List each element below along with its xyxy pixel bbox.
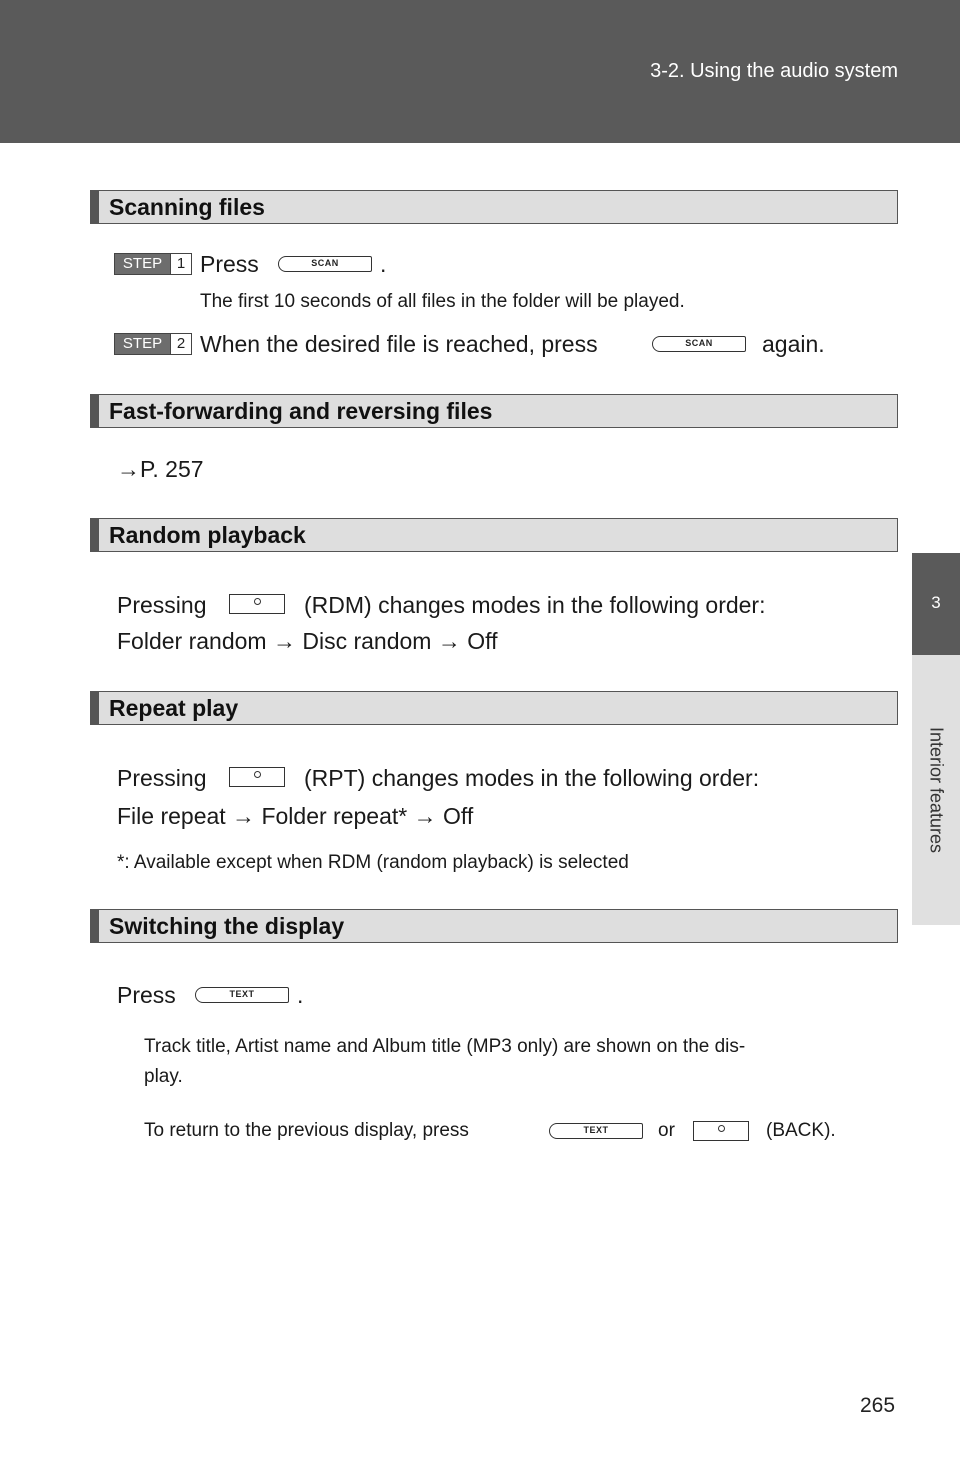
side-tab: Interior features [912, 655, 960, 925]
rdm-button-icon [229, 594, 285, 614]
page-number: 265 [860, 1394, 896, 1417]
step-number: 1 [170, 254, 191, 274]
text-button-icon: TEXT [195, 987, 289, 1003]
side-tab-label: Interior features [926, 726, 947, 854]
step-1-badge: STEP 1 [114, 253, 192, 275]
step-1-text: Press [200, 251, 259, 277]
side-tab-number: 3 [912, 553, 960, 655]
section-repeat-play: Repeat play [90, 691, 898, 725]
repeat-line-1-end: (RPT) changes modes in the following ord… [304, 765, 760, 791]
page-header: 3-2. Using the audio system [0, 0, 960, 143]
footnote: *: Available except when RDM (random pla… [117, 852, 629, 873]
section-scanning-files: Scanning files [90, 190, 898, 224]
section-title: Repeat play [109, 695, 239, 721]
display-note-1-line-1: Track title, Artist name and Album title… [144, 1036, 746, 1057]
random-line-1-start: Pressing [117, 592, 207, 618]
step-2-end: again. [762, 331, 825, 357]
step-2-text: When the desired file is reached, press [200, 331, 598, 357]
display-press: Press [117, 982, 176, 1008]
random-order: Folder random → Disc random → Off [117, 628, 498, 654]
page-reference: →P. 257 [117, 456, 204, 482]
section-switching-display: Switching the display [90, 909, 898, 943]
display-note-2-end: (BACK). [766, 1120, 836, 1141]
repeat-order: File repeat → Folder repeat* → Off [117, 803, 474, 829]
text-button-icon: TEXT [549, 1123, 643, 1139]
step-label: STEP [115, 334, 170, 354]
button-dot-icon [254, 771, 261, 778]
section-fast-forwarding: Fast-forwarding and reversing files [90, 394, 898, 428]
scan-button-icon: SCAN [278, 256, 372, 272]
rpt-button-icon [229, 767, 285, 787]
section-title: Random playback [109, 522, 306, 548]
section-title: Switching the display [109, 913, 345, 939]
display-press-end: . [297, 982, 304, 1008]
repeat-line-1-start: Pressing [117, 765, 207, 791]
back-button-icon [693, 1121, 749, 1141]
display-note-2-or: or [658, 1120, 675, 1141]
display-note-1-line-2: play. [144, 1066, 183, 1087]
chapter-title: 3-2. Using the audio system [650, 60, 898, 82]
step-label: STEP [115, 254, 170, 274]
section-title: Scanning files [109, 194, 265, 220]
section-random-playback: Random playback [90, 518, 898, 552]
random-line-1-end: (RDM) changes modes in the following ord… [304, 592, 766, 618]
step-1-end: . [380, 251, 387, 277]
step-number: 2 [170, 334, 191, 354]
step-1-note: The first 10 seconds of all files in the… [200, 291, 685, 312]
step-2-badge: STEP 2 [114, 333, 192, 355]
section-title: Fast-forwarding and reversing files [109, 398, 493, 424]
scan-button-icon: SCAN [652, 336, 746, 352]
display-note-2-start: To return to the previous display, press [144, 1120, 469, 1141]
button-dot-icon [254, 598, 261, 605]
button-dot-icon [718, 1125, 725, 1132]
